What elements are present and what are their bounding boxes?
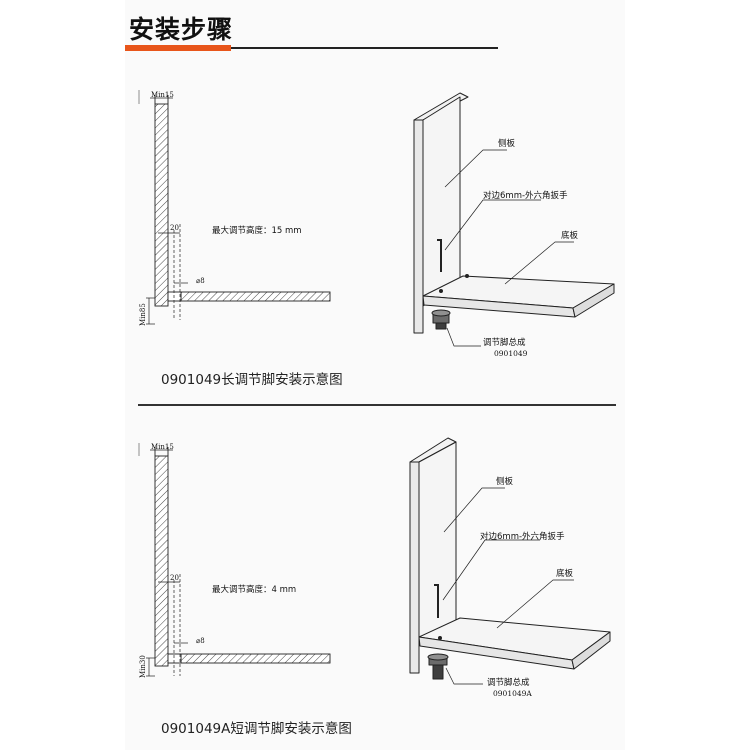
label-wrench: 对边6mm-外六角扳手 [480,531,565,542]
isometric-view [413,92,615,347]
diagram-long-foot: Min15 20 ⌀8 Min85 最大调节高度：15 mm [138,90,615,358]
label-part-no: 0901049 [494,349,528,358]
bottom-panel-section [180,653,331,664]
label-part-no: 0901049A [493,689,532,698]
label-wrench: 对边6mm-外六角扳手 [483,190,568,201]
section-view [138,443,331,677]
label-bottom-panel: 底板 [556,568,574,579]
dim-min-side: Min30 [139,655,147,678]
hex-wrench-icon [437,239,442,272]
label-side-panel: 侧板 [496,476,514,487]
max-height-label: 最大调节高度：4 mm [212,584,296,595]
adjusting-foot [431,309,451,330]
bottom-panel-section [180,291,331,302]
drawing-sheet [125,0,625,750]
label-foot-assembly: 调节脚总成 [487,677,530,688]
label-foot-assembly: 调节脚总成 [483,337,526,348]
section-divider [138,404,616,406]
section-view [138,90,331,325]
label-bottom-panel: 底板 [561,230,579,241]
title-accent-bar [125,45,231,51]
dim-20: 20 [170,224,179,232]
isometric-view [409,437,611,685]
side-panel-section [154,455,169,667]
page-title: 安装步骤 [129,15,234,44]
side-panel-edge [409,461,420,674]
leader-bottom-panel [504,241,574,285]
foot-gap [167,653,182,664]
leader-bottom-panel [496,579,574,629]
dim-20: 20 [170,574,179,582]
caption-short-foot: 0901049A短调节脚安装示意图 [161,721,352,737]
leader-side-panel [443,487,505,533]
hex-wrench-icon [434,584,439,618]
bottom-panel-right [571,631,611,670]
bottom-panel-right [572,283,615,318]
diagram-short-foot: Min15 20 ⌀8 Min30 最大调节高度：4 mm [138,437,611,698]
adjusting-foot [427,653,449,680]
caption-long-foot: 0901049长调节脚安装示意图 [161,372,343,388]
side-panel-section [154,103,169,307]
side-panel-edge [413,119,424,334]
side-panel-face [422,96,461,307]
foot-gap [167,291,182,302]
leader-wrench [442,539,540,601]
dim-min-side: Min85 [139,303,147,326]
leader-side-panel [444,149,507,188]
label-side-panel: 侧板 [498,138,516,149]
side-panel-top [413,92,469,121]
title-rule [231,47,498,49]
leader-foot [446,327,481,347]
max-height-label: 最大调节高度：15 mm [212,225,302,236]
dim-dia-8: ⌀8 [196,277,205,285]
dim-dia-8: ⌀8 [196,637,205,645]
leader-wrench [444,199,541,251]
leader-foot [445,667,483,685]
dim-min-top: Min15 [151,91,174,99]
dim-min-top: Min15 [151,443,174,451]
